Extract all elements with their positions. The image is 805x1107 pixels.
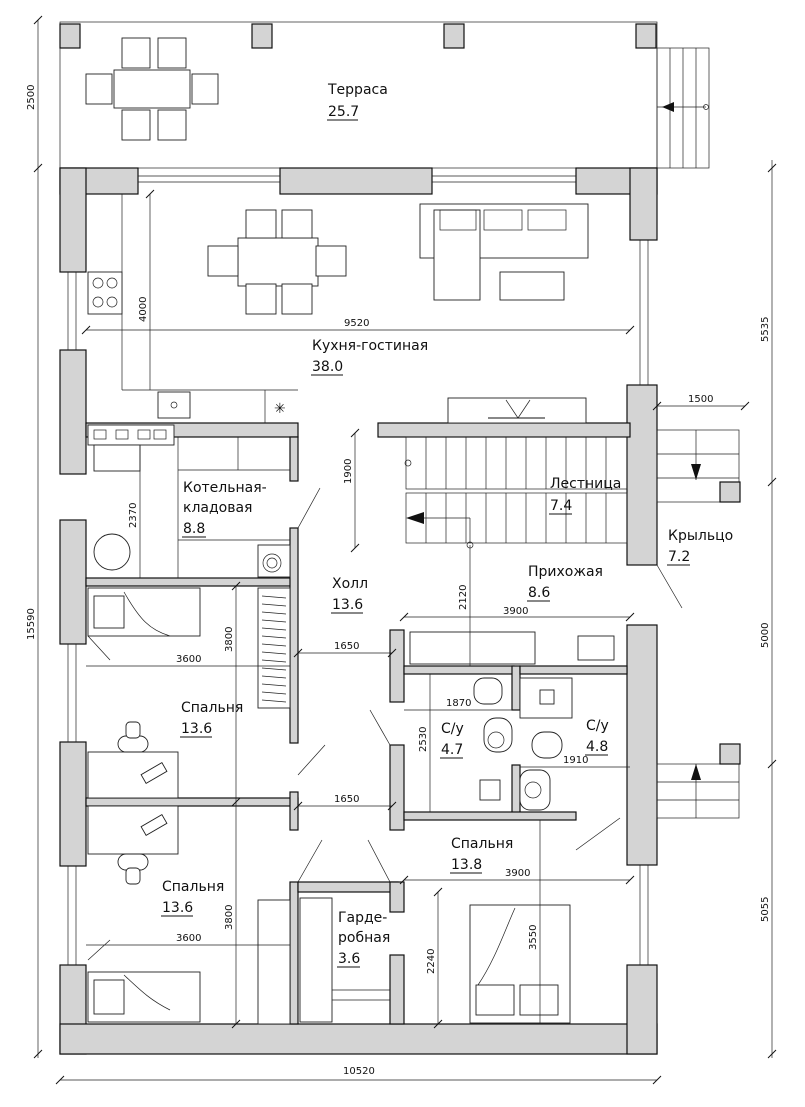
room-area: 13.8 [451,857,482,873]
dim-label: 1910 [563,755,588,766]
terrace-column [635,23,657,49]
room-area: 3.6 [338,951,360,967]
room-name: Кухня-гостиная [312,338,428,354]
kitchen-sink [157,391,191,419]
entrance-bench [577,635,615,661]
hanger-mark [261,675,287,679]
room-name: Спальня [451,836,513,852]
room-name: С/у [586,718,609,734]
boiler-room [87,424,291,578]
terrace-dining-set [85,37,219,141]
interior-walls [85,422,631,1025]
terrace-steps [656,47,710,169]
dim-label: 5000 [760,623,771,648]
bedroom2-furniture [87,805,291,1025]
room-area: 13.6 [332,597,363,613]
dim-label: 1650 [334,794,359,805]
dimension-lines [33,15,777,1085]
terrace-column [251,23,273,49]
hanger-mark [261,691,287,695]
room-area: 4.7 [441,742,463,758]
bathroom-fixtures [473,677,573,811]
hanger-mark [261,683,287,687]
dim-label: 2240 [426,949,437,974]
dim-label: 5535 [760,317,771,342]
room-name: кладовая [183,500,252,516]
room-area: 8.6 [528,585,550,601]
tv-unit [447,397,587,424]
dim-label: 1900 [343,459,354,484]
dim-label: 3800 [224,905,235,930]
hanger-mark [261,611,287,615]
room-area: 7.4 [550,498,572,514]
room-name: Крыльцо [668,528,733,544]
dim-label: 2500 [26,85,37,110]
dim-label: 5055 [760,897,771,922]
doors [297,487,621,883]
dim-label: 2530 [418,727,429,752]
stove [87,271,123,315]
hanger-mark [261,603,287,607]
room-name: Прихожая [528,564,603,580]
room-area: 25.7 [328,104,359,120]
room-name: Спальня [162,879,224,895]
staircase [404,436,628,549]
room-name: Котельная- [183,480,267,496]
star-icon: ✳ [274,401,286,417]
dim-label: 1870 [446,698,471,709]
hanger-mark [261,651,287,655]
room-area: 4.8 [586,739,608,755]
dimension-labels: 2500 15590 10520 5535 5000 5055 9520 400… [26,85,771,1077]
room-name: Холл [332,576,368,592]
hanger-mark [261,699,287,703]
hanger-mark [261,595,287,599]
hanger-mark [261,635,287,639]
dim-label: 9520 [344,318,369,329]
dim-label: 3800 [224,627,235,652]
room-name: С/у [441,721,464,737]
room-labels: Кухня-гостиная 38.0 Котельная- кладовая … [161,338,733,968]
room-area: 8.8 [183,521,205,537]
dim-label: 3600 [176,654,201,665]
dim-label: 10520 [343,1066,375,1077]
room-name: Спальня [181,700,243,716]
room-area: 13.6 [181,721,212,737]
terrace: Терраса 25.7 [59,21,710,169]
outer-walls [59,167,658,1055]
dim-label: 3550 [528,925,539,950]
terrace-column [443,23,465,49]
bedroom1-furniture [87,587,291,799]
kitchen-furniture: ✳ [87,194,589,424]
porch-steps [656,429,741,819]
room-name: Гарде- [338,910,387,926]
room-area: 38.0 [312,359,343,375]
dim-label: 3600 [176,933,201,944]
dim-label: 15590 [26,608,37,640]
room-name: Терраса [327,82,388,98]
wardrobe-furniture [299,631,615,1023]
dim-label: 3900 [505,868,530,879]
room-name: Лестница [550,476,621,492]
room-area: 13.6 [162,900,193,916]
room-area: 7.2 [668,549,690,565]
sofa [419,203,589,301]
dim-label: 1650 [334,641,359,652]
boiler-tank [93,533,131,571]
washing-machine [257,544,291,578]
dim-label: 2120 [458,585,469,610]
bedroom3-furniture [469,904,571,1024]
dim-label: 4000 [138,297,149,322]
terrace-column [59,23,81,49]
dim-label: 1500 [688,394,713,405]
hanger-mark [261,659,287,663]
hanger-mark [261,619,287,623]
dim-label: 3900 [503,606,528,617]
hanger-mark [261,667,287,671]
dim-label: 2370 [128,503,139,528]
hanger-mark [261,627,287,631]
hanger-mark [261,643,287,647]
room-name: робная [338,930,390,946]
